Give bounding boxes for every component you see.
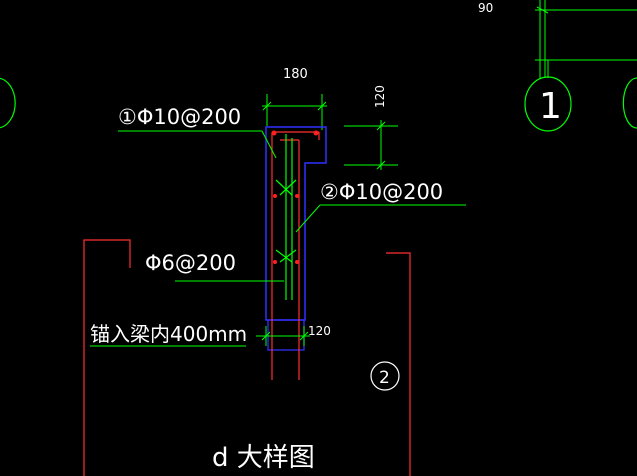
dimension-height-top bbox=[344, 120, 398, 170]
detail-bubble-text: 2 bbox=[379, 368, 390, 388]
detail-bubble bbox=[370, 361, 400, 391]
dim-top-cut-text: 90 bbox=[478, 1, 493, 15]
rebar-points bbox=[271, 130, 319, 264]
dimension-height-bottom bbox=[256, 326, 310, 346]
rebar-lines bbox=[275, 134, 297, 300]
right-axis-bubble-partial bbox=[622, 77, 637, 129]
detail-title: d 大样图 bbox=[212, 443, 315, 473]
anchor-label: 锚入梁内400mm bbox=[90, 322, 247, 346]
top-right-gridlines bbox=[535, 0, 637, 78]
wall-outline-left bbox=[83, 239, 131, 476]
dim-height-top-text: 120 bbox=[373, 85, 387, 108]
left-axis-bubble-partial bbox=[0, 77, 16, 129]
stirrup-label: Φ6@200 bbox=[145, 251, 236, 275]
rebar-2-label: ②Φ10@200 bbox=[320, 180, 443, 204]
axis-bubble-right-text: 1 bbox=[539, 86, 562, 127]
dimension-width bbox=[262, 94, 327, 130]
leader-rebar-2 bbox=[295, 204, 466, 233]
dim-width-text: 180 bbox=[283, 67, 308, 82]
wall-outline-right bbox=[386, 252, 411, 476]
beam-lines bbox=[271, 131, 320, 380]
axis-bubble-right bbox=[524, 60, 572, 132]
leader-rebar-1 bbox=[118, 130, 277, 159]
rebar-1-label: ①Φ10@200 bbox=[118, 105, 241, 129]
concrete-section-outline bbox=[265, 126, 327, 321]
dim-height-bottom-text: 120 bbox=[308, 324, 331, 338]
